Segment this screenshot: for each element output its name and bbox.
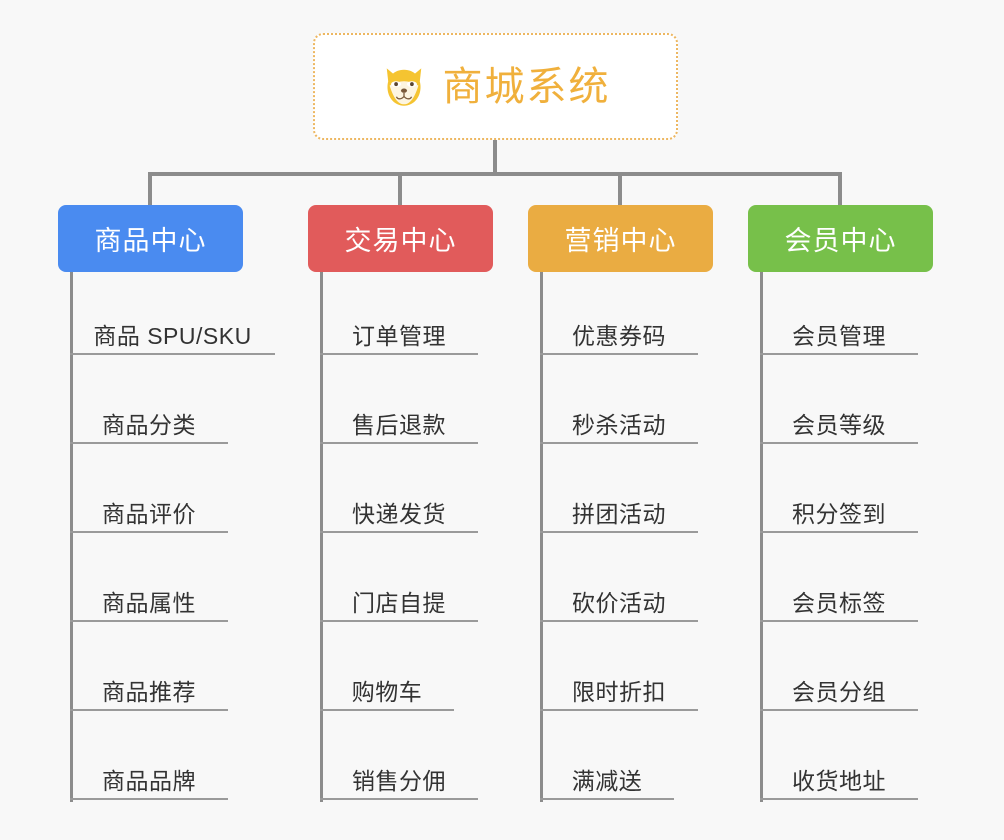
leaf-label: 购物车 xyxy=(351,678,423,705)
branch-header-1[interactable]: 商品中心 xyxy=(58,205,243,272)
leaf-item-3-5[interactable]: 限时折扣 xyxy=(540,659,698,711)
leaf-label: 商品分类 xyxy=(102,411,196,438)
leaf-item-4-5[interactable]: 会员分组 xyxy=(760,659,918,711)
leaf-item-1-6[interactable]: 商品品牌 xyxy=(70,748,228,800)
branch-header-1-label: 商品中心 xyxy=(94,226,207,256)
leaf-item-1-1[interactable]: 商品 SPU/SKU xyxy=(70,303,275,355)
leaf-label: 会员标签 xyxy=(792,589,886,616)
leaf-label: 快递发货 xyxy=(352,500,446,527)
leaf-item-4-4[interactable]: 会员标签 xyxy=(760,570,918,622)
leaf-item-1-5[interactable]: 商品推荐 xyxy=(70,659,228,711)
leaf-label: 砍价活动 xyxy=(572,589,666,616)
connector-root-drop xyxy=(493,140,497,176)
branch-header-3[interactable]: 营销中心 xyxy=(528,205,713,272)
leaf-label: 销售分佣 xyxy=(352,767,446,794)
branch-header-2[interactable]: 交易中心 xyxy=(308,205,493,272)
leaf-label: 售后退款 xyxy=(352,411,446,438)
root-node-商城系统[interactable]: 商城系统 xyxy=(313,33,678,140)
leaf-label: 商品 SPU/SKU xyxy=(93,322,252,349)
leaf-label: 收货地址 xyxy=(792,767,886,794)
connector-drop-branch-3 xyxy=(618,172,622,206)
leaf-item-1-3[interactable]: 商品评价 xyxy=(70,481,228,533)
leaf-item-2-2[interactable]: 售后退款 xyxy=(320,392,478,444)
leaf-label: 满减送 xyxy=(571,767,643,794)
connector-drop-branch-1 xyxy=(148,172,152,206)
leaf-item-1-2[interactable]: 商品分类 xyxy=(70,392,228,444)
branch-header-2-label: 交易中心 xyxy=(344,226,457,256)
leaf-label: 商品评价 xyxy=(102,500,196,527)
branch-header-4-label: 会员中心 xyxy=(784,226,897,256)
leaf-label: 限时折扣 xyxy=(572,678,666,705)
branch-spine-2 xyxy=(320,272,323,802)
leaf-item-4-3[interactable]: 积分签到 xyxy=(760,481,918,533)
leaf-label: 积分签到 xyxy=(792,500,886,527)
root-node-label: 商城系统 xyxy=(442,64,611,109)
leaf-item-1-4[interactable]: 商品属性 xyxy=(70,570,228,622)
leaf-item-2-4[interactable]: 门店自提 xyxy=(320,570,478,622)
leaf-label: 商品属性 xyxy=(102,589,196,616)
connector-drop-branch-2 xyxy=(398,172,402,206)
leaf-label: 会员管理 xyxy=(792,322,886,349)
leaf-item-4-2[interactable]: 会员等级 xyxy=(760,392,918,444)
leaf-label: 门店自提 xyxy=(352,589,446,616)
leaf-item-3-2[interactable]: 秒杀活动 xyxy=(540,392,698,444)
leaf-item-2-1[interactable]: 订单管理 xyxy=(320,303,478,355)
branch-spine-3 xyxy=(540,272,543,802)
leaf-item-3-3[interactable]: 拼团活动 xyxy=(540,481,698,533)
leaf-item-2-6[interactable]: 销售分佣 xyxy=(320,748,478,800)
leaf-item-4-6[interactable]: 收货地址 xyxy=(760,748,918,800)
branch-spine-4 xyxy=(760,272,763,802)
leaf-label: 会员分组 xyxy=(792,678,886,705)
leaf-item-3-1[interactable]: 优惠券码 xyxy=(540,303,698,355)
leaf-label: 拼团活动 xyxy=(572,500,666,527)
connector-bus-horizontal xyxy=(148,172,842,176)
shiba-dog-face-icon xyxy=(386,67,421,106)
connector-drop-branch-4 xyxy=(838,172,842,206)
leaf-label: 商品品牌 xyxy=(102,767,196,794)
leaf-item-3-4[interactable]: 砍价活动 xyxy=(540,570,698,622)
leaf-label: 秒杀活动 xyxy=(572,411,666,438)
leaf-label: 商品推荐 xyxy=(102,678,196,705)
leaf-label: 会员等级 xyxy=(792,411,886,438)
leaf-label: 订单管理 xyxy=(352,322,446,349)
leaf-item-2-5[interactable]: 购物车 xyxy=(320,659,454,711)
leaf-item-2-3[interactable]: 快递发货 xyxy=(320,481,478,533)
branch-header-4[interactable]: 会员中心 xyxy=(748,205,933,272)
branch-spine-1 xyxy=(70,272,73,802)
leaf-label: 优惠券码 xyxy=(572,322,666,349)
leaf-item-3-6[interactable]: 满减送 xyxy=(540,748,674,800)
leaf-item-4-1[interactable]: 会员管理 xyxy=(760,303,918,355)
branch-header-3-label: 营销中心 xyxy=(564,226,677,256)
